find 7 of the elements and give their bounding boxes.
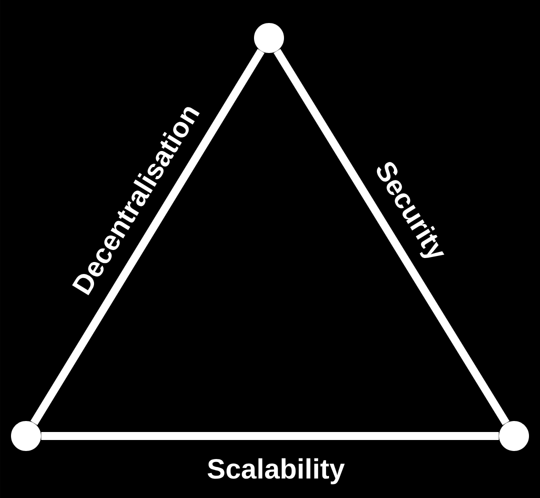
line <box>41 432 499 440</box>
vertex-circle <box>11 420 41 451</box>
line <box>30 48 264 426</box>
vertex-circle <box>254 23 284 53</box>
edge-label: Scalability <box>206 457 346 486</box>
vertex-circle <box>499 420 529 451</box>
line <box>274 48 510 426</box>
